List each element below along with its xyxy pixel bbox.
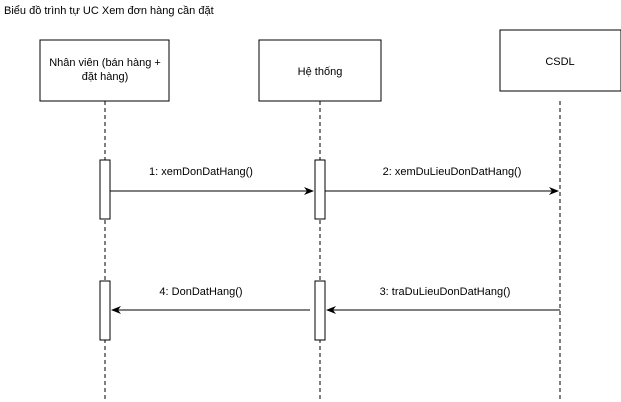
activation-system-2 xyxy=(314,280,326,341)
activation-system-1 xyxy=(314,159,326,220)
participant-system: Hệ thống xyxy=(258,39,382,102)
participant-staff-label-line1: Nhân viên (bán hàng + xyxy=(49,57,161,69)
participant-staff: Nhân viên (bán hàng + đặt hàng) xyxy=(39,39,170,102)
participant-staff-label-line2: đặt hàng) xyxy=(82,71,128,83)
participant-db: CSDL xyxy=(499,29,621,92)
message-4-label: 4: DonDatHang() xyxy=(159,286,242,298)
message-2-label: 2: xemDuLieuDonDatHang() xyxy=(383,166,522,178)
message-3: 3: traDuLieuDonDatHang() xyxy=(326,286,560,314)
participant-db-label: CSDL xyxy=(545,56,574,68)
message-2: 2: xemDuLieuDonDatHang() xyxy=(325,166,559,195)
message-3-label: 3: traDuLieuDonDatHang() xyxy=(380,286,511,298)
message-1-label: 1: xemDonDatHang() xyxy=(149,166,253,178)
diagram-title: Biểu đồ trình tự UC Xem đơn hàng cần đặt xyxy=(4,5,214,17)
message-1: 1: xemDonDatHang() xyxy=(110,166,314,195)
message-4: 4: DonDatHang() xyxy=(111,286,310,314)
participant-system-label: Hệ thống xyxy=(298,66,343,78)
activation-staff-2 xyxy=(99,280,111,341)
activation-staff-1 xyxy=(99,159,111,220)
